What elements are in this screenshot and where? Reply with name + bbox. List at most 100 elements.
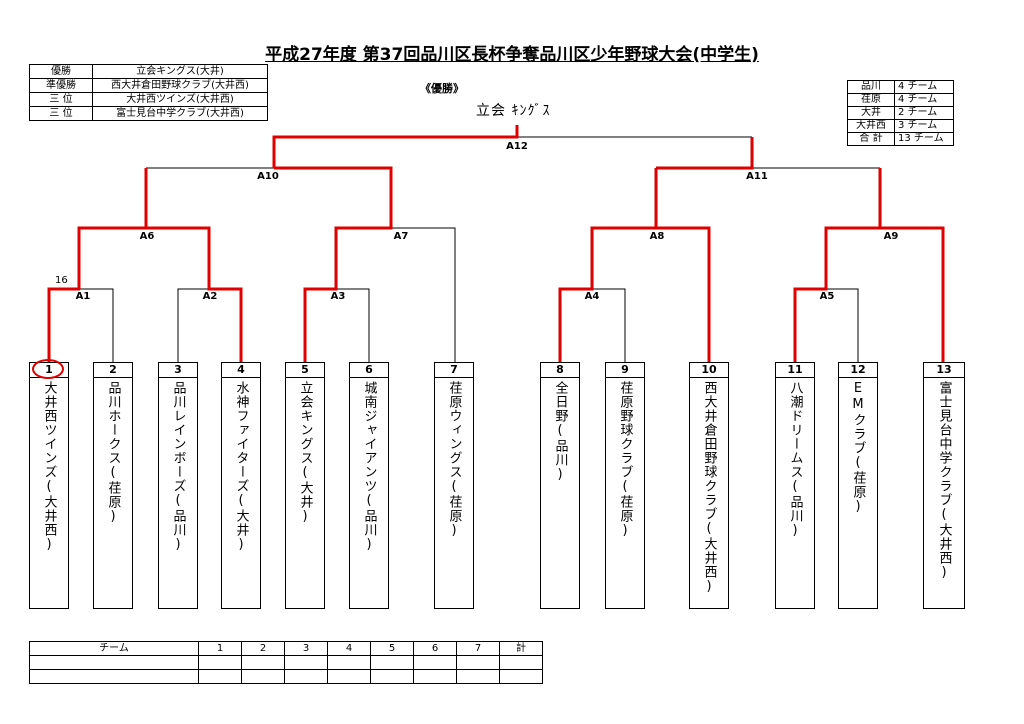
score-cell [327,655,371,670]
results-row: 三 位大井西ツインズ(大井西) [29,92,268,107]
team-name: EMクラブ(荏原) [850,381,866,515]
team-box-9: 9 荏原野球クラブ(荏原) [605,362,645,609]
team-name: 品川ホークス(荏原) [105,381,121,525]
area-count: 4 チーム [894,93,954,107]
bracket-line [80,288,114,362]
team-box-2: 2 品川ホークス(荏原) [93,362,133,609]
score-cell [456,669,500,684]
team-name: 荏原ウィングス(荏原) [446,381,462,539]
team-box-7: 7 荏原ウィングス(荏原) [434,362,474,609]
winning-path [793,226,880,362]
match-label-a4: A4 [584,291,600,302]
team-number: 4 [222,363,260,378]
score-cell [499,655,543,670]
team-name: 立会キングス(大井) [297,381,313,525]
score-header: 3 [284,641,328,656]
score-cell [198,669,242,684]
team-name: 水神ファイターズ(大井) [233,381,249,553]
area-name: 合 計 [847,132,895,146]
team-number: 8 [541,363,579,378]
team-box-3: 3 品川レインボーズ(品川) [158,362,198,609]
champion-label: 《優勝》 [420,82,464,95]
bracket-line [826,288,859,362]
score-cell [284,655,328,670]
match-label-a2: A2 [202,291,218,302]
match-label-a5: A5 [819,291,835,302]
score-cell [413,669,457,684]
score-cell [413,655,457,670]
team-number: 6 [350,363,388,378]
match-label-a12: A12 [506,141,528,152]
team-name: 品川レインボーズ(品川) [170,381,186,553]
score-cell [29,655,199,670]
match-label-a1: A1 [75,291,91,302]
page-title: 平成27年度 第37回品川区長杯争奪品川区少年野球大会(中学生) [265,45,759,65]
team-name: 富士見台中学クラブ(大井西) [936,381,952,581]
team-number: 13 [924,363,964,378]
winning-path [878,168,945,362]
match-label-a11: A11 [746,171,768,182]
team-box-4: 4 水神ファイターズ(大井) [221,362,261,609]
results-table: 優勝立会キングス(大井) 準優勝西大井倉田野球クラブ(大井西) 三 位大井西ツイ… [29,64,268,121]
team-number: 9 [606,363,644,378]
score-cell [499,669,543,684]
winning-path [654,168,711,362]
score-header-row: チーム 1 2 3 4 5 6 7 計 [29,641,543,656]
results-row: 三 位富士見台中学クラブ(大井西) [29,106,268,121]
winning-path [146,226,243,362]
result-label: 三 位 [29,106,93,121]
match-label-a9: A9 [883,231,899,242]
score-cell [327,669,371,684]
team-name: 荏原野球クラブ(荏原) [617,381,633,539]
result-value: 富士見台中学クラブ(大井西) [92,106,268,121]
bracket-line [336,288,370,362]
bracket-line [177,288,209,362]
score-cell [370,669,414,684]
team-number: 5 [286,363,324,378]
winning-path [274,166,393,362]
winning-path [558,226,656,362]
score-header: 計 [499,641,543,656]
team-number: 7 [435,363,473,378]
team-name: 大井西ツインズ(大井西) [41,381,57,553]
team-box-6: 6 城南ジャイアンツ(品川) [349,362,389,609]
seed-note: 16 [55,275,68,286]
winning-path [272,125,519,168]
winning-path [656,137,754,170]
score-header: 4 [327,641,371,656]
area-count: 13 チーム [894,132,954,146]
match-label-a7: A7 [393,231,409,242]
score-row [29,669,543,684]
team-box-5: 5 立会キングス(大井) [285,362,325,609]
score-row [29,655,543,670]
bracket-line [592,288,626,362]
bracket-line [391,227,456,362]
score-header: 2 [241,641,285,656]
score-header: 7 [456,641,500,656]
match-label-a6: A6 [139,231,155,242]
team-box-11: 11 八潮ドリームス(品川) [775,362,815,609]
champion-name: 立会 ｷﾝｸﾞｽ [476,103,551,119]
team-box-1: 1 大井西ツインズ(大井西) [29,362,69,609]
score-cell [29,669,199,684]
team-number: 12 [839,363,877,378]
score-header: チーム [29,641,199,656]
score-header: 5 [370,641,414,656]
score-header: 1 [198,641,242,656]
team-number: 10 [690,363,728,378]
score-cell [198,655,242,670]
team-name: 全日野(品川) [552,381,568,483]
match-label-a3: A3 [330,291,346,302]
winning-path [77,226,146,289]
score-header: 6 [413,641,457,656]
team-name: 八潮ドリームス(品川) [787,381,803,539]
team-box-12: 12 EMクラブ(荏原) [838,362,878,609]
highlight-circle [32,359,64,379]
score-table: チーム 1 2 3 4 5 6 7 計 [29,641,543,684]
team-box-13: 13 富士見台中学クラブ(大井西) [923,362,965,609]
